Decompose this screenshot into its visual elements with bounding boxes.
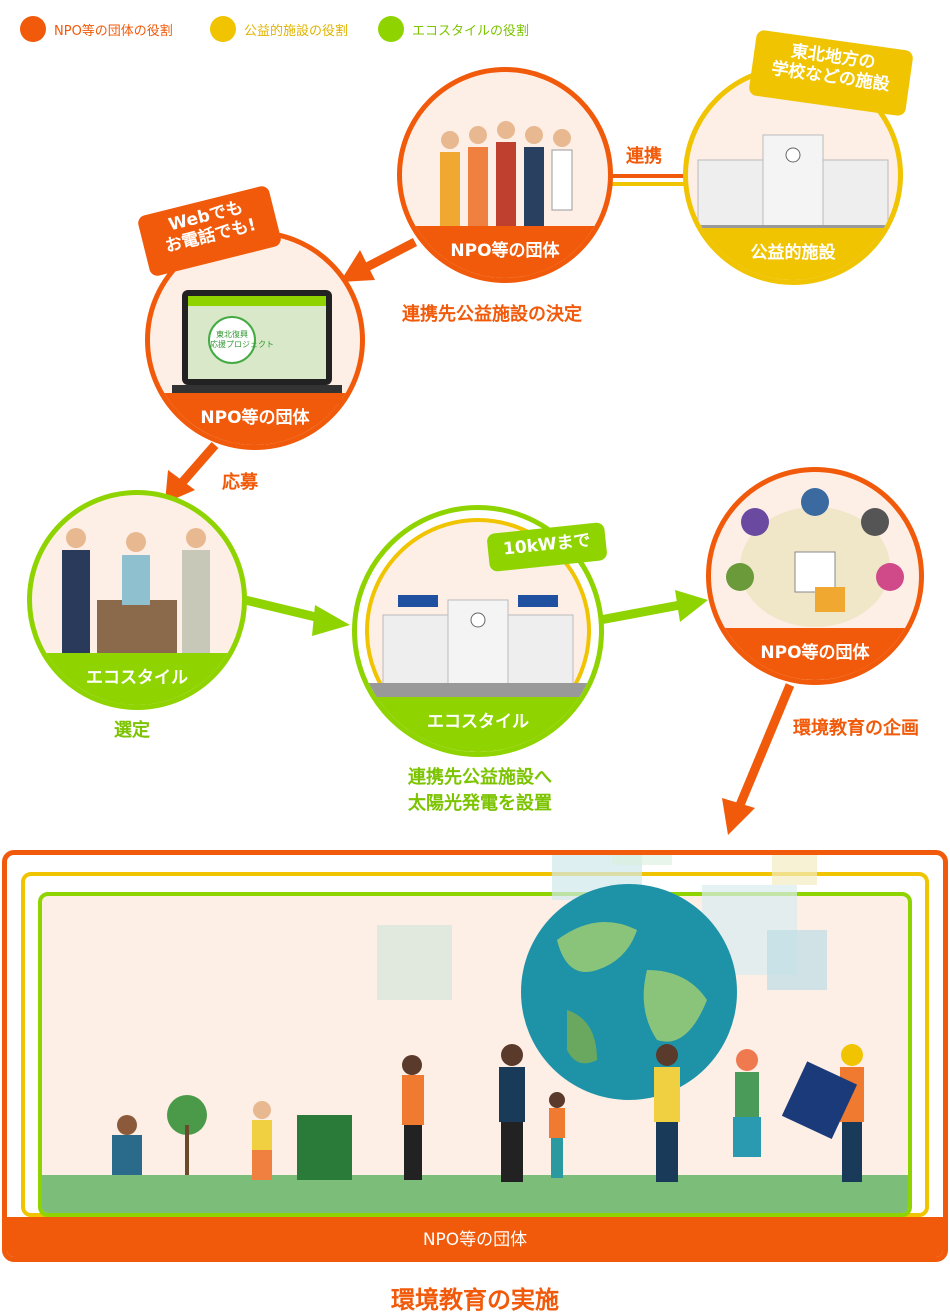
decorative-squares [377,855,827,1000]
orange-dot-icon [20,16,46,42]
green-dot-icon [378,16,404,42]
plan-banner: NPO等の団体 [711,628,919,680]
npo-banner: NPO等の団体 [402,226,608,278]
laptop-illustration: 東北復興 応援プロジェクト [182,290,332,385]
people-illustration [440,121,573,232]
plan-circle: NPO等の団体 [706,467,924,685]
school-building-illustration [688,134,898,240]
decision-label: 連携先公益施設の決定 [402,304,582,325]
solar-school-illustration [363,595,593,698]
yellow-dot-icon [210,16,236,42]
apply-label: 応募 [222,472,258,493]
meeting-illustration [726,488,904,627]
link-label: 連携 [626,146,662,167]
select-circle: エコスタイル [27,490,247,710]
legend-ecostyle: エコスタイルの役割 [378,16,529,42]
solar-label-2: 太陽光発電を設置 [408,793,552,814]
solar-circle: エコスタイル [352,505,604,757]
npo-circle: NPO等の団体 [397,67,613,283]
select-banner: エコスタイル [32,653,242,705]
globe-illustration [521,884,737,1100]
implementation-title: 環境教育の実施 [391,1286,559,1314]
facility-banner: 公益的施設 [688,228,898,280]
apply-banner: NPO等の団体 [150,393,360,445]
select-label: 選定 [114,720,150,741]
solar-label-1: 連携先公益施設へ [408,767,552,788]
handshake-illustration [62,528,210,670]
implementation-banner: NPO等の団体 [7,1217,943,1257]
people-environment-illustration [112,1044,864,1182]
plan-label: 環境教育の企画 [793,718,919,739]
solar-banner: エコスタイル [357,697,599,752]
screen-logo: 東北復興 応援プロジェクト [208,316,274,364]
legend-npo: NPO等の団体の役割 [20,16,173,42]
legend-facility: 公益的施設の役割 [210,16,348,42]
implementation-box: NPO等の団体 [2,850,948,1262]
